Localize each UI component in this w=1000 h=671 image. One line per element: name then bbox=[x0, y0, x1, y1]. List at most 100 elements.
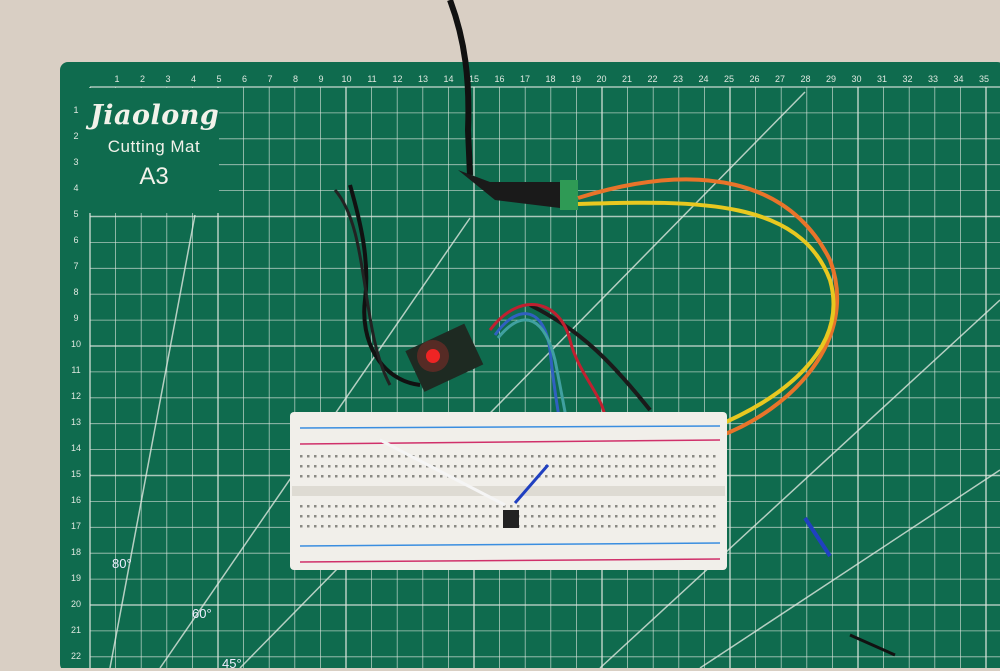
breadboard-hole bbox=[489, 465, 492, 468]
breadboard-hole bbox=[454, 475, 457, 478]
brand-name: Jiaolong bbox=[90, 100, 220, 131]
breadboard-hole bbox=[559, 525, 562, 528]
breadboard-hole bbox=[391, 515, 394, 518]
breadboard-hole bbox=[307, 455, 310, 458]
breadboard-hole bbox=[671, 515, 674, 518]
breadboard-hole bbox=[398, 455, 401, 458]
breadboard-hole bbox=[699, 455, 702, 458]
breadboard-hole bbox=[468, 475, 471, 478]
breadboard-hole bbox=[664, 455, 667, 458]
breadboard-hole bbox=[545, 525, 548, 528]
breadboard-hole bbox=[321, 505, 324, 508]
breadboard-hole bbox=[587, 475, 590, 478]
top-ruler-label: 13 bbox=[418, 74, 428, 84]
top-ruler-label: 34 bbox=[953, 74, 963, 84]
breadboard-hole bbox=[468, 505, 471, 508]
breadboard-hole bbox=[384, 515, 387, 518]
breadboard-hole bbox=[300, 515, 303, 518]
breadboard-hole bbox=[454, 505, 457, 508]
breadboard-hole bbox=[552, 455, 555, 458]
breadboard-hole bbox=[454, 525, 457, 528]
white-jumper bbox=[379, 438, 506, 507]
breadboard-hole bbox=[307, 505, 310, 508]
breadboard-hole bbox=[622, 455, 625, 458]
breadboard-hole bbox=[671, 455, 674, 458]
breadboard-hole bbox=[468, 525, 471, 528]
breadboard-hole bbox=[559, 505, 562, 508]
left-ruler-label: 15 bbox=[71, 469, 81, 479]
breadboard-hole bbox=[426, 505, 429, 508]
top-ruler-label: 31 bbox=[877, 74, 887, 84]
breadboard-hole bbox=[713, 525, 716, 528]
breadboard-hole bbox=[377, 455, 380, 458]
breadboard-hole bbox=[587, 525, 590, 528]
top-ruler-label: 14 bbox=[443, 74, 453, 84]
breadboard-hole bbox=[314, 465, 317, 468]
breadboard-hole bbox=[496, 505, 499, 508]
breadboard-hole bbox=[580, 505, 583, 508]
sensor-module bbox=[405, 323, 484, 392]
breadboard-hole bbox=[664, 505, 667, 508]
breadboard-hole bbox=[391, 525, 394, 528]
breadboard-hole bbox=[692, 525, 695, 528]
breadboard-hole bbox=[328, 465, 331, 468]
breadboard-hole bbox=[349, 455, 352, 458]
breadboard-hole bbox=[566, 465, 569, 468]
breadboard-hole bbox=[636, 505, 639, 508]
breadboard-hole bbox=[377, 525, 380, 528]
breadboard-hole bbox=[335, 525, 338, 528]
breadboard-hole bbox=[580, 525, 583, 528]
breadboard-hole bbox=[307, 465, 310, 468]
breadboard-hole bbox=[678, 505, 681, 508]
angle-45: 45° bbox=[222, 656, 242, 671]
top-ruler-label: 9 bbox=[318, 74, 323, 84]
top-ruler-label: 32 bbox=[902, 74, 912, 84]
breadboard-hole bbox=[608, 465, 611, 468]
breadboard-hole bbox=[475, 505, 478, 508]
breadboard-hole bbox=[454, 515, 457, 518]
left-ruler-label: 7 bbox=[73, 261, 78, 271]
breadboard-hole bbox=[699, 525, 702, 528]
breadboard-hole bbox=[573, 455, 576, 458]
breadboard-hole bbox=[622, 525, 625, 528]
breadboard-hole bbox=[370, 475, 373, 478]
breadboard-hole bbox=[594, 515, 597, 518]
breadboard-hole bbox=[419, 515, 422, 518]
breadboard-hole bbox=[314, 455, 317, 458]
breadboard-hole bbox=[419, 475, 422, 478]
breadboard-hole bbox=[594, 455, 597, 458]
breadboard-hole bbox=[433, 465, 436, 468]
breadboard-hole bbox=[482, 475, 485, 478]
breadboard-hole bbox=[489, 525, 492, 528]
breadboard-hole bbox=[678, 455, 681, 458]
breadboard-hole bbox=[601, 515, 604, 518]
top-ruler-label: 29 bbox=[826, 74, 836, 84]
breadboard-hole bbox=[524, 515, 527, 518]
breadboard-hole bbox=[412, 505, 415, 508]
breadboard-hole bbox=[650, 465, 653, 468]
breadboard-hole bbox=[412, 525, 415, 528]
breadboard-hole bbox=[377, 475, 380, 478]
breadboard-hole bbox=[356, 525, 359, 528]
breadboard-hole bbox=[629, 505, 632, 508]
breadboard-hole bbox=[713, 505, 716, 508]
breadboard-hole bbox=[384, 465, 387, 468]
push-button[interactable] bbox=[503, 510, 519, 528]
breadboard-hole bbox=[566, 505, 569, 508]
breadboard-hole bbox=[524, 465, 527, 468]
breadboard-holes bbox=[300, 455, 716, 528]
breadboard-hole bbox=[601, 505, 604, 508]
breadboard-hole bbox=[433, 525, 436, 528]
breadboard-hole bbox=[629, 515, 632, 518]
breadboard-hole bbox=[440, 515, 443, 518]
breadboard-hole bbox=[349, 515, 352, 518]
breadboard-hole bbox=[657, 525, 660, 528]
breadboard-hole bbox=[405, 465, 408, 468]
breadboard-hole bbox=[615, 525, 618, 528]
breadboard-hole bbox=[713, 455, 716, 458]
breadboard-hole bbox=[538, 515, 541, 518]
breadboard-hole bbox=[685, 505, 688, 508]
breadboard-hole bbox=[587, 455, 590, 458]
breadboard-hole bbox=[482, 505, 485, 508]
